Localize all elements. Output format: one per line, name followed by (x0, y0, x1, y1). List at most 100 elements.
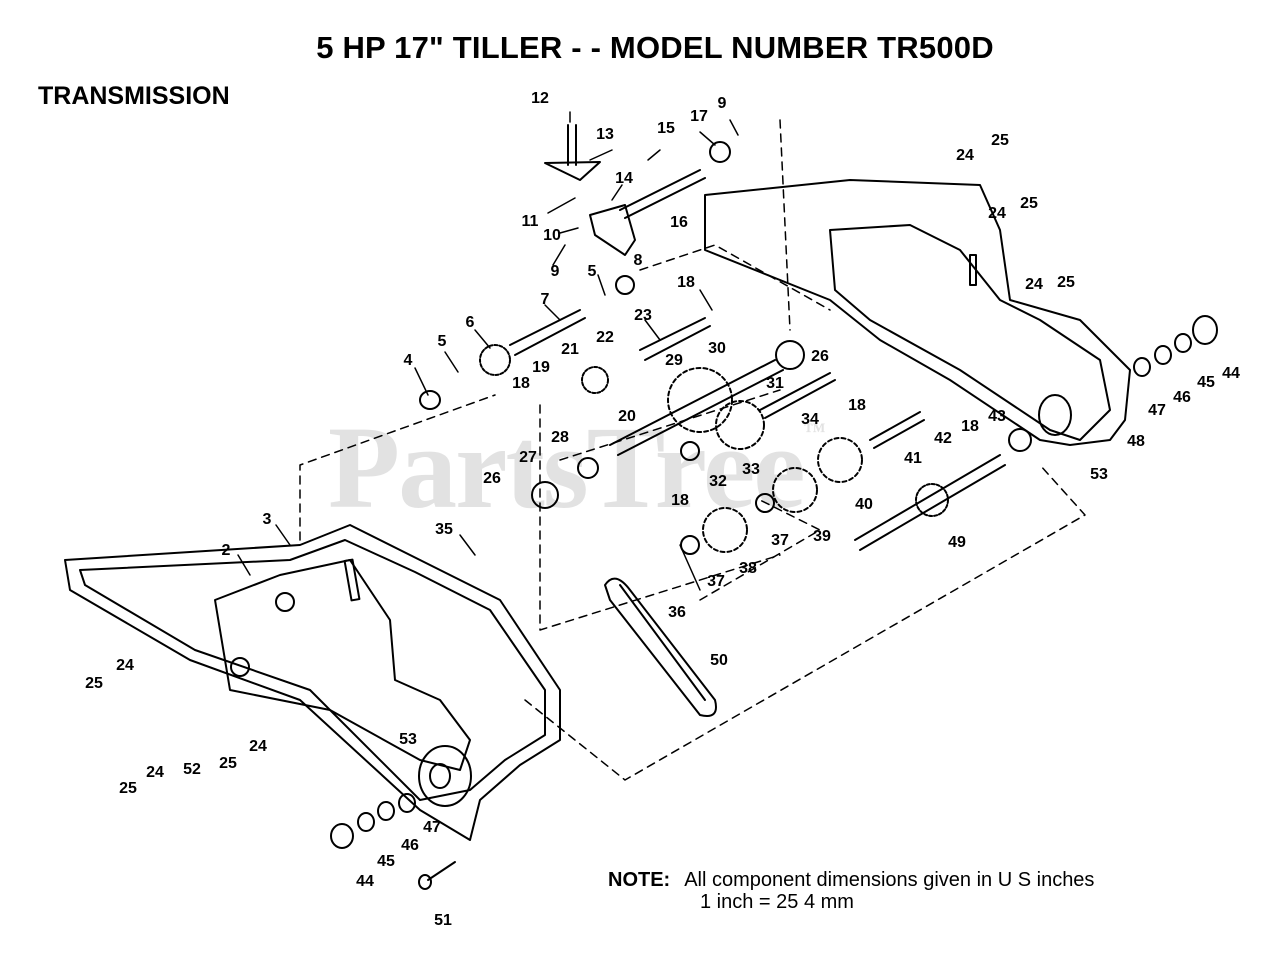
part-callout-30: 30 (708, 340, 726, 357)
washer-47 (398, 793, 416, 813)
bearing-37a (755, 493, 775, 513)
part-callout-24: 24 (1025, 276, 1043, 293)
washer-46r (1154, 345, 1172, 365)
shaft-49 (854, 454, 1006, 551)
part-callout-49: 49 (948, 534, 966, 551)
lower-pulley-hub (429, 763, 451, 789)
shaft-41 (869, 411, 925, 449)
left-bearing-upper (275, 592, 295, 612)
part-callout-46: 46 (401, 837, 419, 854)
lower-pulley (418, 745, 472, 807)
shaft-16 (619, 169, 706, 219)
part-callout-24: 24 (146, 764, 164, 781)
shaft-30 (609, 359, 784, 456)
part-callout-25: 25 (1020, 195, 1038, 212)
left-housing-slot (343, 558, 361, 602)
part-callout-24: 24 (988, 205, 1006, 222)
gear-40 (817, 437, 863, 483)
part-callout-26: 26 (811, 348, 829, 365)
sprocket-49 (915, 483, 949, 517)
part-callout-12: 12 (531, 90, 549, 107)
part-callout-23: 23 (634, 307, 652, 324)
part-callout-46: 46 (1173, 389, 1191, 406)
part-callout-25: 25 (1057, 274, 1075, 291)
left-housing-outline (64, 524, 561, 841)
bearing-43 (1008, 428, 1032, 452)
bearing-8 (615, 275, 635, 295)
gear-6 (479, 344, 511, 376)
bracket-14 (589, 204, 636, 256)
part-callout-8: 8 (634, 252, 643, 269)
right-housing-outline (704, 179, 1131, 446)
part-callout-25: 25 (119, 780, 137, 797)
right-housing-slot (969, 254, 977, 286)
part-callout-53: 53 (1090, 466, 1108, 483)
part-callout-45: 45 (377, 853, 395, 870)
part-callout-44: 44 (356, 873, 374, 890)
part-callout-6: 6 (466, 314, 475, 331)
part-callout-50: 50 (710, 652, 728, 669)
washer-47r (1133, 357, 1151, 377)
part-callout-11: 11 (522, 213, 539, 230)
part-callout-15: 15 (657, 120, 675, 137)
note-line-1: All component dimensions given in U S in… (684, 869, 1095, 891)
part-callout-10: 10 (543, 227, 561, 244)
part-callout-22: 22 (596, 329, 614, 346)
part-callout-35: 35 (435, 521, 453, 538)
bearing-17 (709, 141, 731, 163)
part-callout-36: 36 (668, 604, 686, 621)
gear-21 (581, 366, 609, 394)
part-callout-48: 48 (1127, 433, 1145, 450)
part-callout-47: 47 (1148, 402, 1166, 419)
part-callout-18: 18 (848, 397, 866, 414)
part-callout-37: 37 (771, 532, 789, 549)
section-heading: TRANSMISSION (38, 82, 230, 110)
part-callout-18: 18 (512, 375, 530, 392)
part-callout-43: 43 (988, 408, 1006, 425)
part-callout-33: 33 (742, 461, 760, 478)
part-callout-5: 5 (438, 333, 447, 350)
part-callout-7: 7 (541, 291, 550, 308)
left-housing-plate (214, 559, 471, 771)
right-housing-inner (829, 224, 1111, 441)
note-line-2: 1 inch = 25 4 mm (700, 891, 854, 913)
bearing-37b (680, 535, 700, 555)
part-callout-5: 5 (588, 263, 597, 280)
gear-39 (772, 467, 818, 513)
part-callout-31: 31 (766, 375, 784, 392)
part-callout-24: 24 (116, 657, 134, 674)
part-callout-9: 9 (718, 95, 727, 112)
bearing-27 (531, 481, 559, 509)
part-callout-41: 41 (904, 450, 922, 467)
lever-12 (567, 124, 577, 166)
part-callout-38: 38 (739, 560, 757, 577)
part-callout-27: 27 (519, 449, 537, 466)
part-callout-2: 2 (222, 542, 231, 559)
watermark: PartsTree™ (328, 402, 826, 533)
part-callout-20: 20 (618, 408, 636, 425)
shaft-23 (639, 317, 711, 361)
shaft-7 (509, 309, 586, 356)
part-callout-3: 3 (263, 511, 272, 528)
bearing-28 (577, 457, 599, 479)
page-title: 5 HP 17" TILLER - - MODEL NUMBER TR500D (316, 30, 994, 65)
left-bearing-lower (230, 657, 250, 677)
dimension-note: NOTE:All component dimensions given in U… (608, 869, 1094, 913)
part-callout-9: 9 (551, 263, 560, 280)
part-callout-45: 45 (1197, 374, 1215, 391)
part-callout-14: 14 (615, 170, 633, 187)
part-callout-42: 42 (934, 430, 952, 447)
bearing-44r (1192, 315, 1218, 345)
part-callout-25: 25 (219, 755, 237, 772)
part-callout-17: 17 (690, 108, 708, 125)
left-housing-inner (79, 539, 546, 801)
part-callout-18: 18 (961, 418, 979, 435)
gear-31 (775, 340, 805, 370)
part-callout-19: 19 (532, 359, 550, 376)
part-callout-32: 32 (709, 473, 727, 490)
washer-45 (357, 812, 375, 832)
part-callout-39: 39 (813, 528, 831, 545)
right-hub (1038, 394, 1072, 436)
part-callout-51: 51 (434, 912, 452, 929)
